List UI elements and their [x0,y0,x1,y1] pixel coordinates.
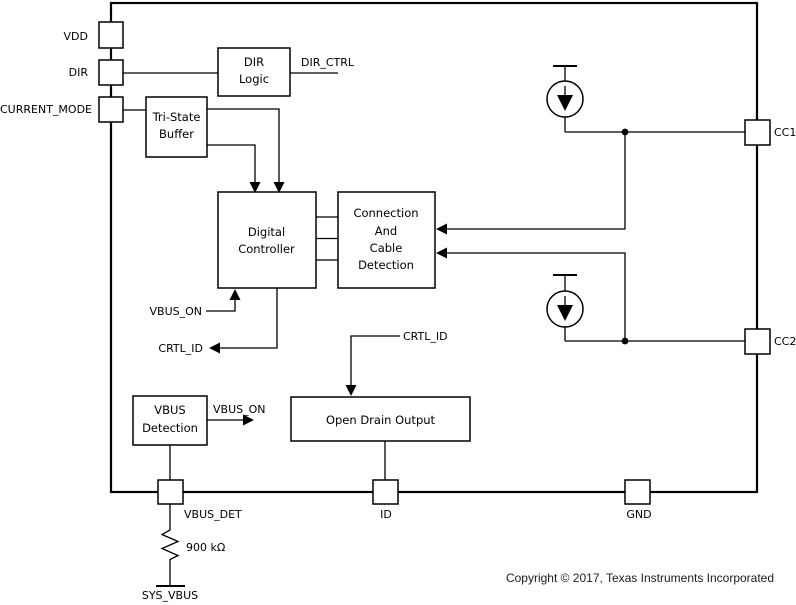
resistor-value-label: 900 kΩ [186,541,225,554]
ccd-label-3: Cable [370,241,403,255]
wire-cc2-to-ccd [447,252,626,341]
junction-dot [621,128,629,136]
digital-controller-label-2: Controller [238,242,295,256]
pin-vdd [98,21,124,49]
junction-dot [621,337,629,345]
pin-label-cc1: CC1 [774,126,796,139]
resistor-icon [160,504,180,585]
current-source-icon [546,65,584,132]
signal-label-vbus-on-out: VBUS_ON [213,403,266,416]
pin-label-current-mode: CURRENT_MODE [0,103,92,116]
pin-label-id: ID [380,508,392,521]
arrowhead-into-opendrain [345,385,357,396]
block-tri-state-buffer [145,96,208,158]
pin-label-cc2: CC2 [774,335,796,348]
signal-label-vbus-on-dc: VBUS_ON [150,305,203,318]
ccd-label-4: Detection [358,258,414,272]
dir-logic-label-2: Logic [239,72,269,86]
pin-cc1 [744,119,771,146]
pin-vbus-det [157,479,184,505]
current-source-icon [546,274,584,341]
wire-tristate-out1 [207,108,280,182]
wire-cc1-to-ccd [447,132,626,230]
signal-label-crtl-id-in: CRTL_ID [403,330,448,343]
vbus-detection-label-1: VBUS [154,403,185,417]
current-source2-arrowhead [557,305,573,321]
signal-label-crtl-id-out: CRTL_ID [158,342,203,355]
wires [123,72,745,587]
block-open-drain-output [290,396,471,442]
digital-controller-label-1: Digital [248,225,285,239]
block-digital-controller [217,191,317,289]
dir-logic-label-1: DIR [244,55,264,69]
arrowhead-cc1-into-ccd [436,223,447,235]
pin-label-gnd: GND [626,508,651,521]
block-connection-cable-detection [337,191,436,289]
wire-tristate-out2 [207,144,256,182]
wire-vbuson-to-dc [206,300,236,312]
wire-dc-to-crtlid [220,288,278,349]
arrowhead-vbuson-right [243,414,254,426]
pin-label-dir: DIR [69,66,89,79]
open-drain-output-label: Open Drain Output [326,413,436,427]
current-source1-arrowhead [557,95,573,111]
pin-cc2 [744,328,771,355]
arrowhead-crtlid-left [209,342,220,354]
pin-current-mode [98,96,124,123]
ccd-label-1: Connection [353,206,418,220]
arrowhead-cc2-into-ccd [436,247,447,259]
vbus-detection-label-2: Detection [142,421,198,435]
tri-state-buffer-label-1: Tri-State [152,110,201,124]
signal-label-dir-ctrl: DIR_CTRL [301,56,355,69]
pin-label-vdd: VDD [64,30,88,43]
pin-id [372,479,399,505]
tri-state-buffer-label-2: Buffer [159,127,194,141]
arrowhead-into-dc-2 [249,182,261,193]
pin-gnd [624,479,651,505]
pin-dir [98,59,124,86]
arrowhead-vbuson-up [229,289,241,300]
block-vbus-detection [132,395,208,446]
ccd-label-2: And [375,224,397,238]
chip-outline [109,1,759,494]
net-label-sys-vbus: SYS_VBUS [142,589,198,602]
pin-label-vbus-det: VBUS_DET [184,508,242,521]
arrowhead-into-dc-1 [273,182,285,193]
block-dir-logic [217,47,291,97]
wire-crtlid-to-opendrain [350,335,400,386]
copyright-text: Copyright © 2017, Texas Instruments Inco… [506,571,774,585]
